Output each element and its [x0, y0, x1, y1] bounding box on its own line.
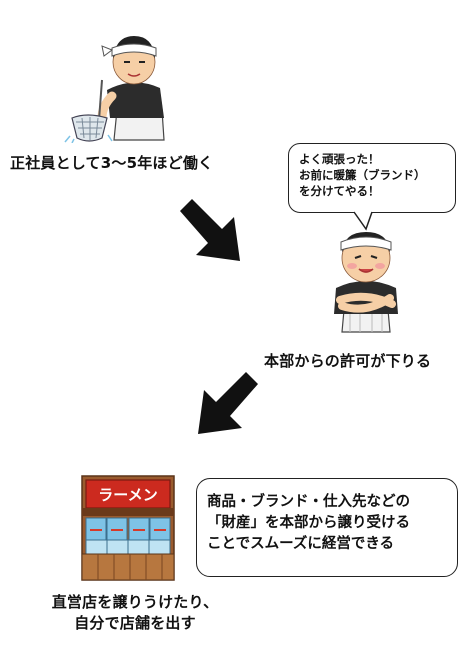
- speech-line: を分けてやる！: [299, 184, 380, 198]
- step2-caption: 本部からの許可が下りる: [264, 352, 432, 370]
- step3-caption: 直営店を譲りうけたり、 自分で店舗を出す: [0, 592, 270, 634]
- arrow-down-right-icon: [178, 197, 250, 269]
- chef-cooking-noodles-illustration: [62, 18, 172, 143]
- arrow-down-left-icon: [188, 370, 260, 442]
- step1-caption: 正社員として3～5年ほど働く: [10, 154, 214, 172]
- step3-caption-line: 直営店を譲りうけたり、: [51, 593, 219, 611]
- shop-sign-text: ラーメン: [98, 485, 158, 504]
- speech-bubble-tail: [353, 211, 373, 231]
- info-box: 商品・ブランド・仕入先などの 「財産」を本部から譲り受ける ことでスムーズに経営…: [196, 478, 458, 577]
- ramen-shop-illustration: ラーメン: [80, 474, 176, 582]
- info-line: ことでスムーズに経営できる: [207, 536, 395, 552]
- info-line: 商品・ブランド・仕入先などの: [207, 494, 410, 510]
- speech-bubble: よく頑張った！ お前に暖簾（ブランド） を分けてやる！: [288, 143, 456, 213]
- info-line: 「財産」を本部から譲り受ける: [207, 515, 410, 531]
- step3-caption-line: 自分で店舗を出す: [74, 614, 196, 632]
- speech-line: お前に暖簾（ブランド）: [299, 168, 426, 182]
- speech-line: よく頑張った！: [299, 152, 380, 166]
- chef-arms-crossed-illustration: [322, 222, 410, 334]
